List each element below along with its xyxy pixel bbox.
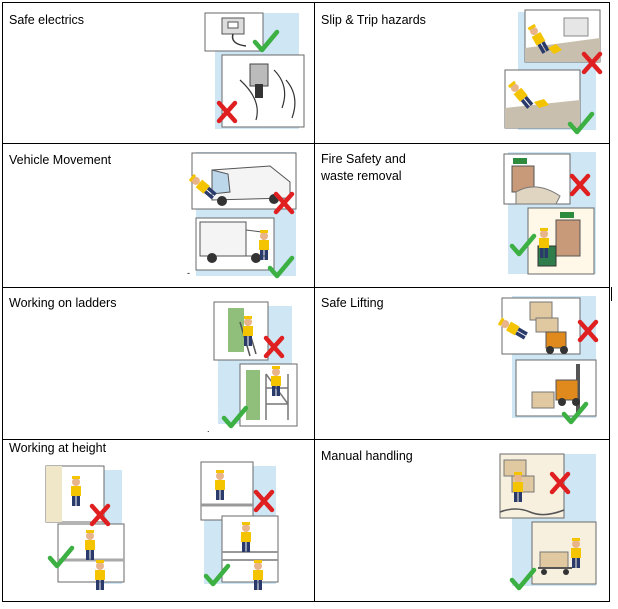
text-cursor bbox=[611, 287, 612, 301]
row-divider bbox=[3, 143, 609, 144]
row-divider bbox=[3, 287, 609, 288]
cell-label-manual-handling: Manual handling bbox=[321, 449, 413, 463]
dot-mark: . bbox=[207, 424, 210, 434]
cell-label-working-at-height: Working at height bbox=[9, 441, 107, 455]
cell-label-slip-trip: Slip & Trip hazards bbox=[321, 13, 426, 27]
cell-label-fire-safety: Fire Safety and waste removal bbox=[321, 152, 406, 183]
cell-label-safe-electrics: Safe electrics bbox=[9, 13, 85, 27]
cell-label-safe-lifting: Safe Lifting bbox=[321, 296, 384, 310]
column-divider bbox=[314, 3, 315, 601]
row-divider bbox=[3, 439, 609, 440]
dash-mark: - bbox=[187, 268, 190, 278]
safety-table bbox=[2, 2, 610, 602]
cell-label-vehicle-movement: Vehicle Movement bbox=[9, 153, 112, 167]
cell-label-ladders: Working on ladders bbox=[9, 296, 117, 310]
